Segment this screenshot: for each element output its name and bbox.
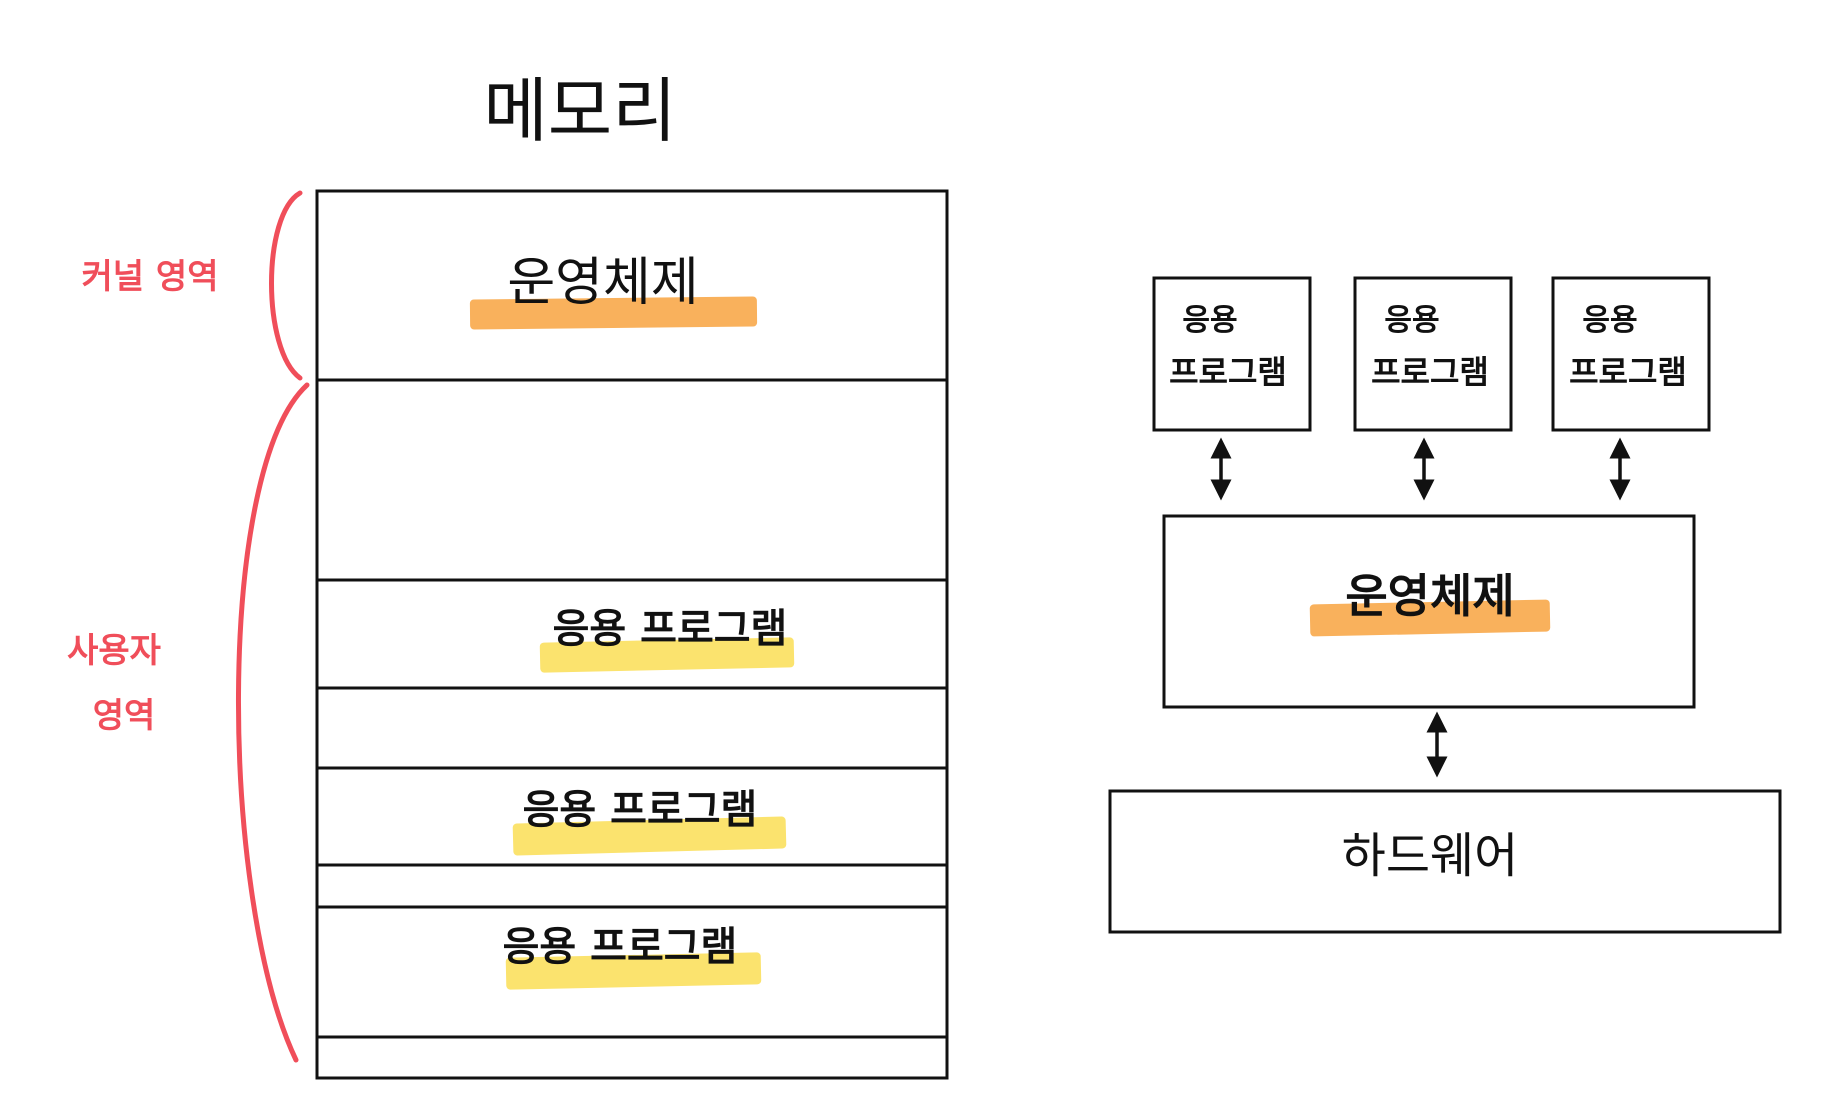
memory-title: 메모리 (483, 70, 676, 152)
user-area-label-line1: 사용자 (67, 631, 161, 671)
application-box-label-line1: 응용 (1582, 303, 1637, 338)
application-box-label-line1: 응용 (1384, 303, 1439, 338)
os-highlight (469, 296, 758, 330)
memory-os-label: 운영체제 (507, 253, 698, 313)
app-highlight (512, 816, 787, 856)
memory-app-label: 응용 프로그램 (503, 924, 738, 970)
application-box-label-line2: 프로그램 (1371, 353, 1489, 391)
application-row (1152, 276, 1711, 432)
application-box (1551, 276, 1711, 432)
application-box (1353, 276, 1513, 432)
memory-column-frame (315, 189, 949, 1080)
memory-app-label: 응용 프로그램 (553, 606, 788, 652)
app-highlight (539, 637, 795, 673)
os-box (1162, 514, 1696, 709)
os-box-highlight (1309, 599, 1551, 637)
hardware-box-label: 하드웨어 (1342, 828, 1519, 884)
application-box-label-line2: 프로그램 (1169, 353, 1287, 391)
application-box (1152, 276, 1312, 432)
memory-app-label: 응용 프로그램 (523, 787, 758, 833)
kernel-area-label: 커널 영역 (82, 257, 219, 297)
user-area-label-line2: 영역 (93, 696, 156, 736)
application-box-label-line2: 프로그램 (1569, 353, 1687, 391)
app-os-arrows (1210, 437, 1631, 501)
hardware-box (1108, 789, 1782, 934)
application-box-label-line1: 응용 (1182, 303, 1237, 338)
kernel-bracket (269, 190, 303, 381)
user-bracket (236, 382, 310, 1063)
memory-column (315, 189, 949, 1080)
os-box-label: 운영체제 (1345, 569, 1514, 623)
app-highlight (505, 952, 762, 990)
